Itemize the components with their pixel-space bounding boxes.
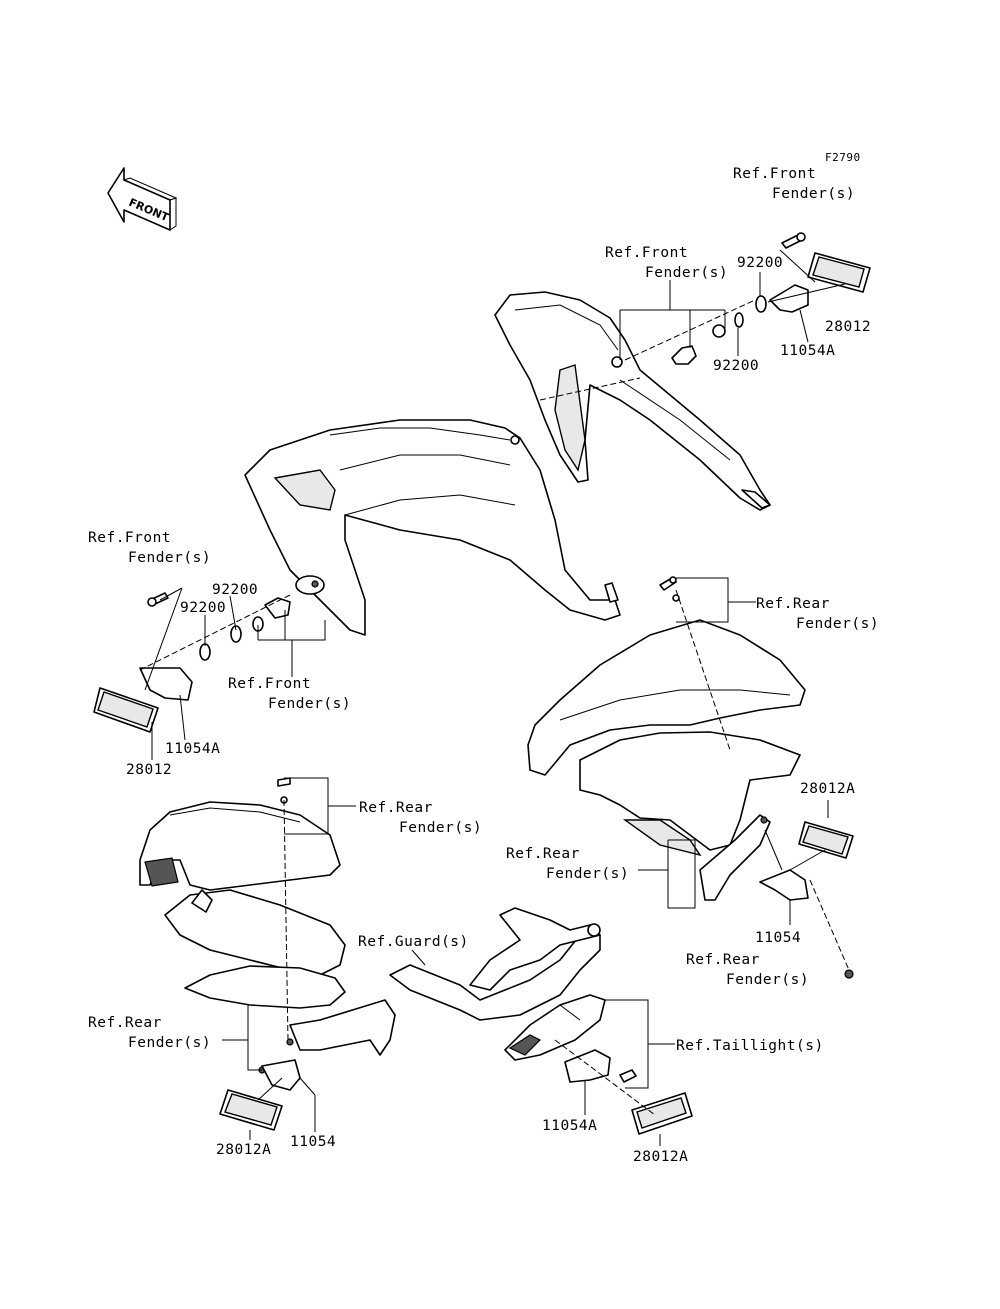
reflector-28012A-left [219,1089,283,1131]
part-11054A-left[interactable]: 11054A [165,741,221,757]
rear-fender-right [527,619,806,901]
part-92200-upper-mid[interactable]: 92200 [713,358,760,374]
front-shroud-right [494,291,771,511]
license-bracket-11054A-top [769,284,809,313]
license-bracket-11054-left [261,1059,301,1091]
part-11054-left[interactable]: 11054 [290,1134,337,1150]
ref-front-fender-left-line1[interactable]: Ref.Front [88,530,172,546]
leader-lines [139,249,850,1146]
ref-rear-fender-left-low-line1[interactable]: Ref.Rear [88,1015,162,1031]
part-28012A-right[interactable]: 28012A [800,781,856,797]
ref-taillight-label[interactable]: Ref.Taillight(s) [676,1038,824,1054]
fasteners-rear-right [659,576,854,979]
part-28012A-bottom[interactable]: 28012A [633,1149,689,1165]
part-92200-top[interactable]: 92200 [737,255,784,271]
left-fasteners [147,592,291,661]
part-11054-right[interactable]: 11054 [755,930,802,946]
ref-rear-fender-right-low-line1[interactable]: Ref.Rear [686,952,760,968]
license-bracket-11054A-left [139,667,193,701]
front-shroud-left [244,419,621,636]
reflector-28012-top [807,252,871,293]
part-28012-left[interactable]: 28012 [126,762,173,778]
part-92200-left-b[interactable]: 92200 [180,600,227,616]
ref-front-fender-top-line1[interactable]: Ref.Front [733,166,817,182]
ref-front-fender-upper-mid-line2[interactable]: Fender(s) [645,265,729,281]
bracket-upper [671,295,767,365]
ref-rear-fender-right-low-line2[interactable]: Fender(s) [726,972,810,988]
figure-id: F2790 [825,151,861,164]
ref-rear-fender-left-top-line2[interactable]: Fender(s) [399,820,483,836]
part-28012-top[interactable]: 28012 [825,319,872,335]
ref-front-fender-lower-mid-line2[interactable]: Fender(s) [268,696,352,712]
bolt-top-right-icon [781,232,806,249]
ref-rear-fender-right-top-line1[interactable]: Ref.Rear [756,596,830,612]
ref-front-fender-lower-mid-line1[interactable]: Ref.Front [228,676,312,692]
guard-assembly [389,907,637,1083]
ref-rear-fender-right-mid-line1[interactable]: Ref.Rear [506,846,580,862]
ref-rear-fender-right-top-line2[interactable]: Fender(s) [796,616,880,632]
part-11054A-bottom[interactable]: 11054A [542,1118,598,1134]
ref-rear-fender-left-top-line1[interactable]: Ref.Rear [359,800,433,816]
ref-front-fender-left-line2[interactable]: Fender(s) [128,550,212,566]
ref-front-fender-top-line2[interactable]: Fender(s) [772,186,856,202]
part-11054A-top[interactable]: 11054A [780,343,836,359]
rear-cowl-left [139,801,396,1074]
license-bracket-11054A-bottom [564,1049,611,1083]
ref-front-fender-upper-mid-line1[interactable]: Ref.Front [605,245,689,261]
reflector-28012-left [93,687,159,733]
reflector-28012A-right [798,821,854,859]
part-28012A-left[interactable]: 28012A [216,1142,272,1158]
ref-rear-fender-left-low-line2[interactable]: Fender(s) [128,1035,212,1051]
front-arrow-icon: FRONT [107,167,178,231]
part-92200-left-a[interactable]: 92200 [212,582,259,598]
license-bracket-11054-right [759,869,809,901]
reflector-28012A-bottom [631,1092,693,1135]
ref-rear-fender-right-mid-line2[interactable]: Fender(s) [546,866,630,882]
fasteners-rear-left [277,777,291,804]
ref-guard-label[interactable]: Ref.Guard(s) [358,934,469,950]
